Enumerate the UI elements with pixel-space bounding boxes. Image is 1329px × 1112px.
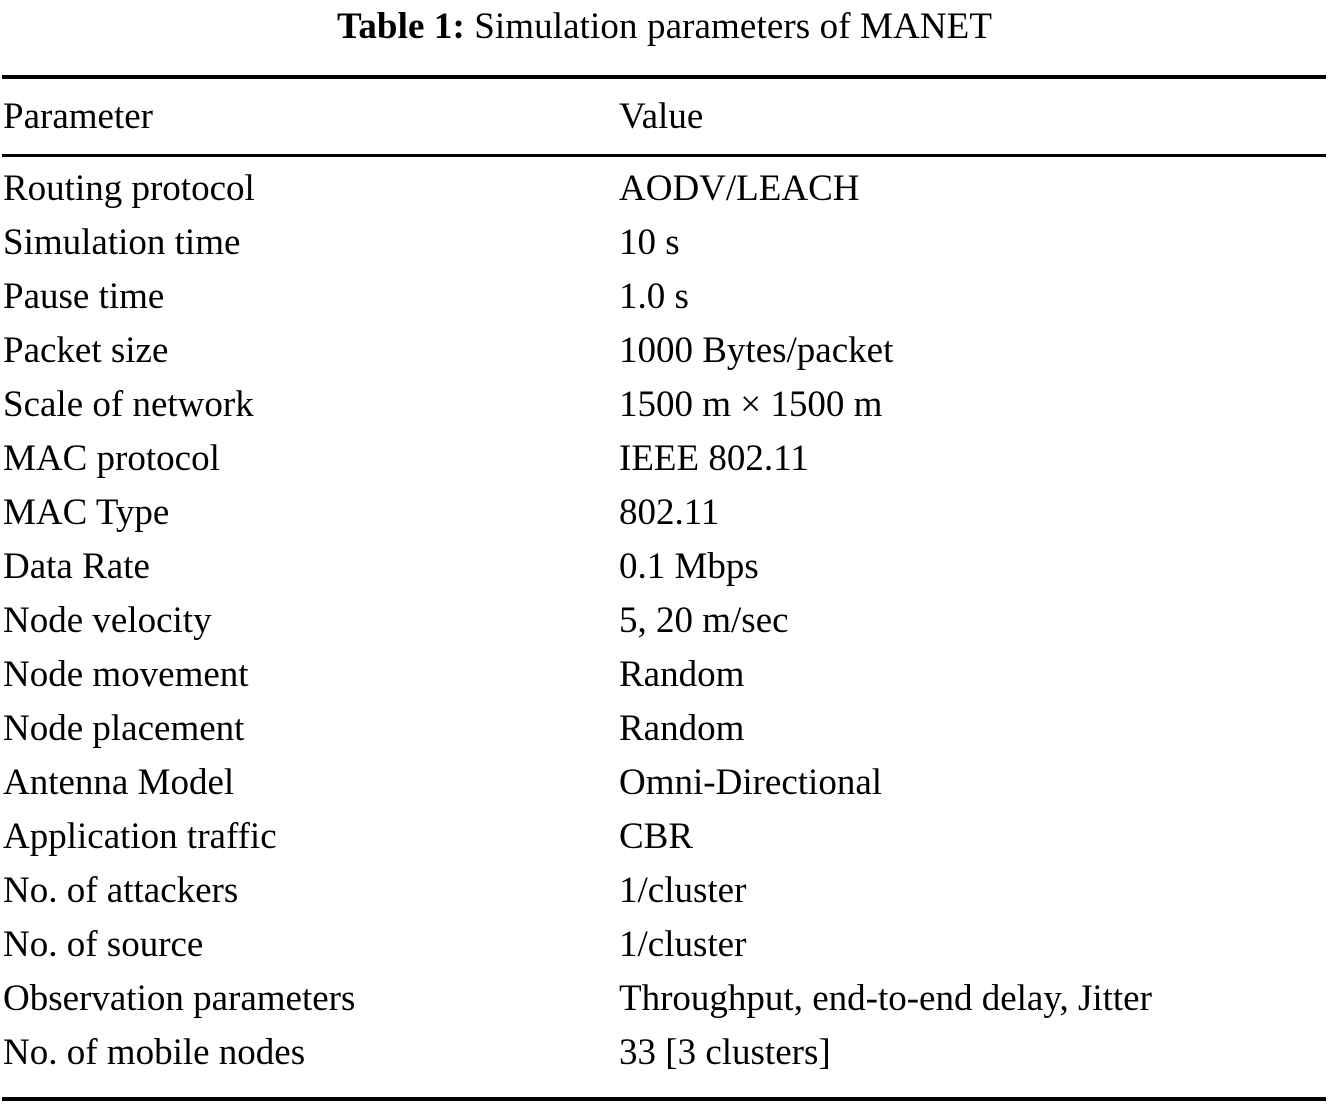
table-row: Packet size 1000 Bytes/packet [3,324,1326,378]
cell-value: IEEE 802.11 [619,438,809,479]
cell-value: 5, 20 m/sec [619,600,789,641]
table-row: MAC protocol IEEE 802.11 [3,432,1326,486]
cell-value: 0.1 Mbps [619,546,759,587]
cell-value: Random [619,654,745,695]
cell-value: AODV/LEACH [619,168,860,209]
column-header-parameter: Parameter [3,96,153,137]
cell-value: 802.11 [619,492,720,533]
cell-value: 10 s [619,222,680,263]
table-row: Routing protocol AODV/LEACH [3,162,1326,216]
cell-parameter: Scale of network [3,384,254,425]
cell-parameter: Data Rate [3,546,150,587]
cell-parameter: Observation parameters [3,978,356,1019]
cell-value: Omni-Directional [619,762,883,803]
table-row: No. of attackers 1/cluster [3,864,1326,918]
cell-parameter: Antenna Model [3,762,235,803]
table-bottom-rule [2,1097,1326,1101]
table-row: No. of mobile nodes 33 [3 clusters] [3,1026,1326,1080]
table-row: Node placement Random [3,702,1326,756]
cell-parameter: Application traffic [3,816,277,857]
table-body: Routing protocol AODV/LEACH Simulation t… [3,162,1326,1080]
cell-value: 1000 Bytes/packet [619,330,894,371]
cell-value: 1500 m × 1500 m [619,384,883,425]
table-row: No. of source 1/cluster [3,918,1326,972]
cell-parameter: Node placement [3,708,245,749]
table-header-row: Parameter Value [3,79,1326,154]
table-row: Scale of network 1500 m × 1500 m [3,378,1326,432]
cell-parameter: Pause time [3,276,165,317]
cell-value: CBR [619,816,694,857]
cell-parameter: Packet size [3,330,169,371]
cell-parameter: No. of mobile nodes [3,1032,306,1073]
cell-value: 1.0 s [619,276,689,317]
table-row: Simulation time 10 s [3,216,1326,270]
cell-parameter: No. of source [3,924,204,965]
cell-value: Throughput, end-to-end delay, Jitter [619,978,1152,1019]
table-caption-label: Table 1: [336,6,465,47]
table-caption: Table 1: Simulation parameters of MANET [0,0,1329,54]
table-row: Observation parameters Throughput, end-t… [3,972,1326,1026]
table-row: Node velocity 5, 20 m/sec [3,594,1326,648]
cell-parameter: Node velocity [3,600,212,641]
cell-parameter: Node movement [3,654,249,695]
cell-value: 1/cluster [619,924,747,965]
table-row: Pause time 1.0 s [3,270,1326,324]
table-row: MAC Type 802.11 [3,486,1326,540]
cell-parameter: No. of attackers [3,870,239,911]
table-header: Parameter Value [3,79,1326,154]
cell-value: 33 [3 clusters] [619,1032,831,1073]
table-top-rule [2,75,1326,79]
column-header-value: Value [619,96,704,137]
table-header-rule [2,154,1326,157]
table-row: Node movement Random [3,648,1326,702]
table-row: Data Rate 0.1 Mbps [3,540,1326,594]
cell-parameter: MAC Type [3,492,170,533]
cell-value: 1/cluster [619,870,747,911]
cell-parameter: MAC protocol [3,438,220,479]
cell-parameter: Simulation time [3,222,241,263]
cell-value: Random [619,708,745,749]
table-row: Application traffic CBR [3,810,1326,864]
cell-parameter: Routing protocol [3,168,255,209]
table-caption-text: Simulation parameters of MANET [474,6,993,47]
table-row: Antenna Model Omni-Directional [3,756,1326,810]
